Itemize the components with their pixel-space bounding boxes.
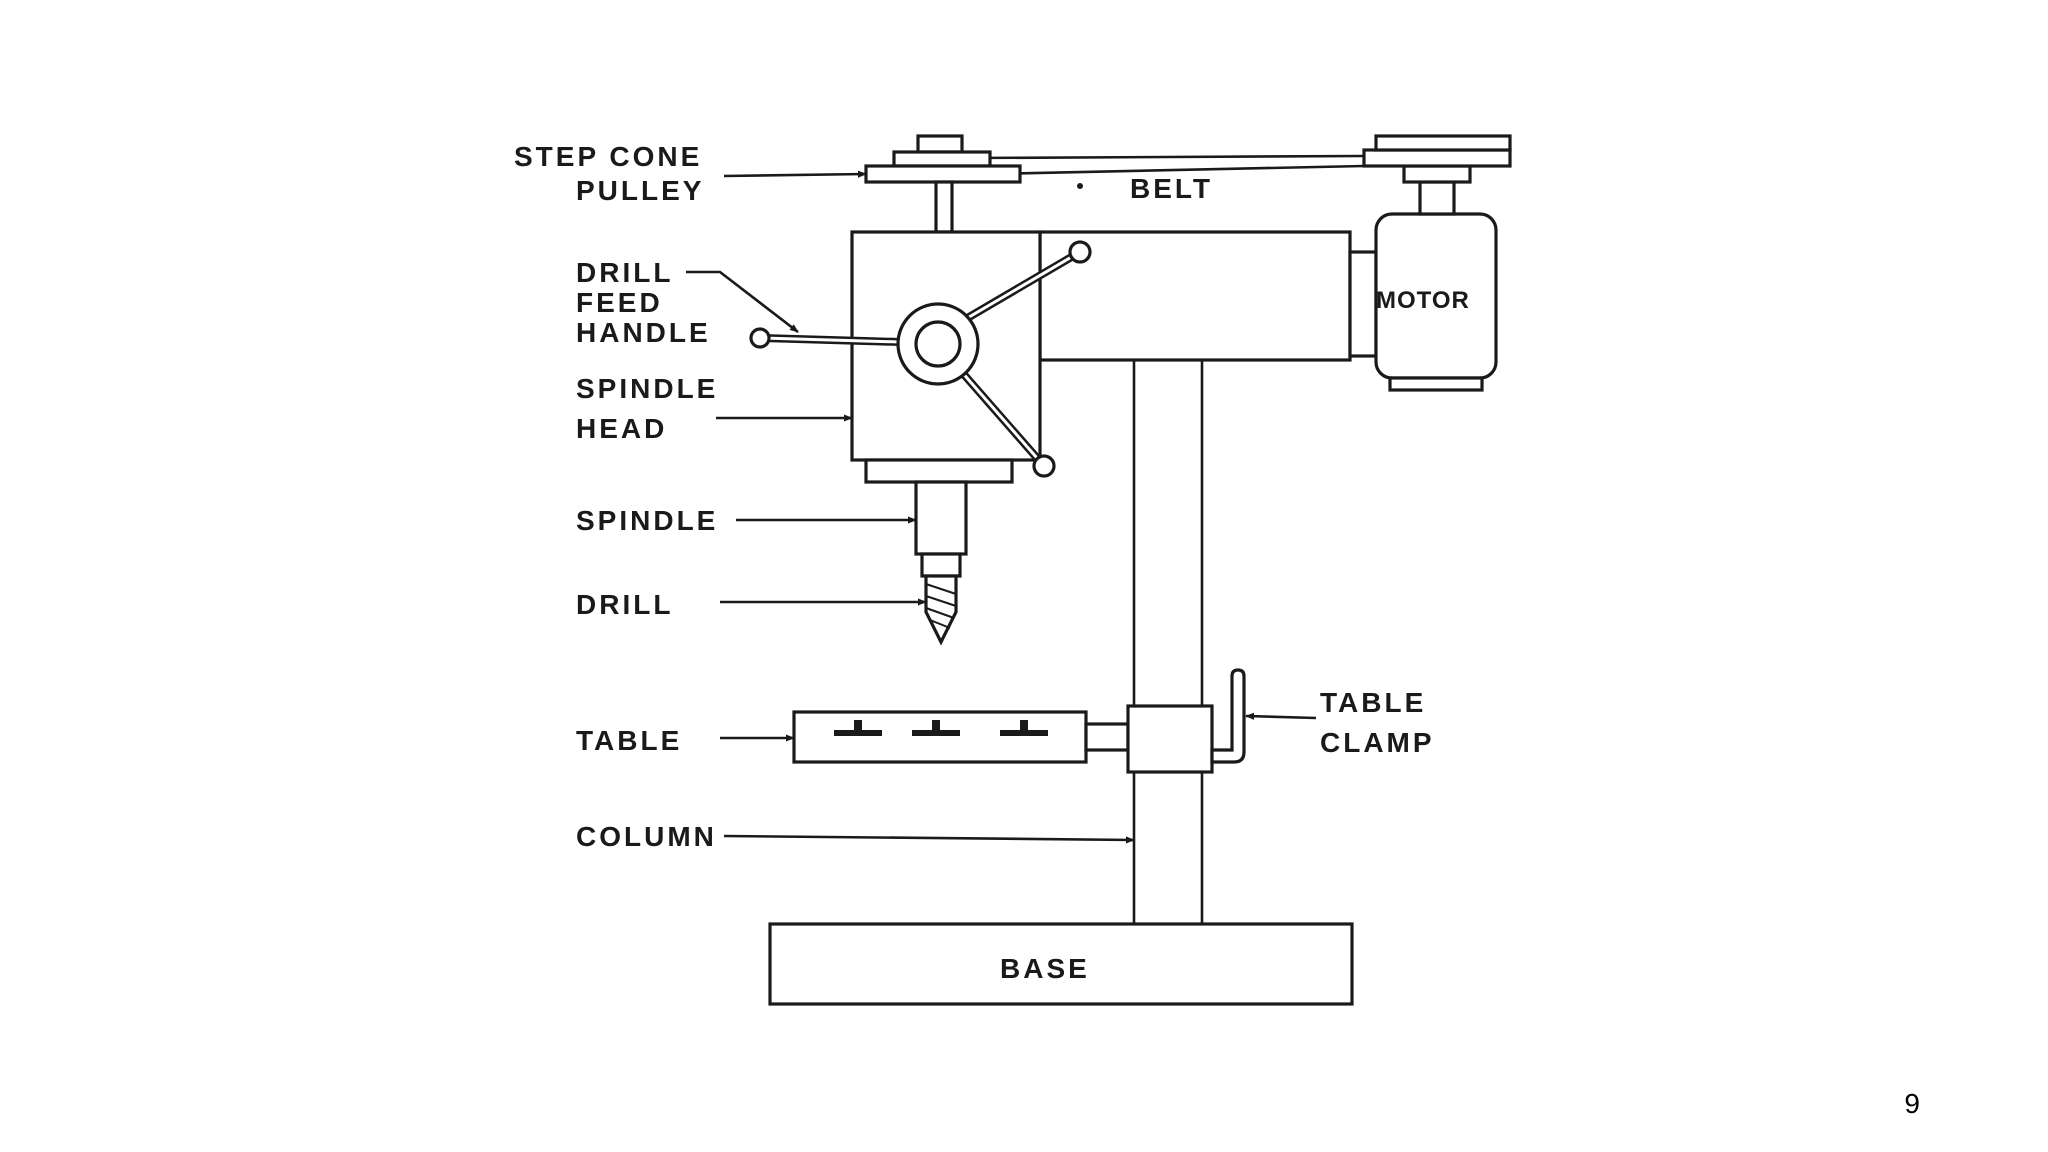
table-clamp-handle [1210, 668, 1246, 764]
label-drill: DRILL [576, 589, 673, 620]
label-base: BASE [1000, 953, 1090, 984]
label-drill-feed-handle-line1: DRILL [576, 257, 673, 288]
label-spindle-head-line2: HEAD [576, 413, 667, 444]
leader-lines [686, 170, 1317, 844]
label-drill-feed-handle-line3: HANDLE [576, 317, 711, 348]
motor-pulley [1362, 134, 1512, 168]
step-cone-pulley [864, 134, 1022, 234]
spindle-head-collar [864, 458, 1014, 484]
label-table-clamp-line1: TABLE [1320, 687, 1426, 718]
drill-feed-handle [749, 240, 1092, 478]
label-spindle: SPINDLE [576, 505, 718, 536]
label-table-clamp-line2: CLAMP [1320, 727, 1435, 758]
label-step-cone-pulley-line1: STEP CONE [514, 141, 702, 172]
label-step-cone-pulley-line2: PULLEY [576, 175, 704, 206]
label-belt: BELT [1130, 173, 1213, 204]
motor [1348, 164, 1498, 392]
drill-bit [924, 574, 958, 646]
arm-housing [1038, 230, 1352, 362]
table [792, 710, 1130, 764]
label-drill-feed-handle-line2: FEED [576, 287, 663, 318]
labels: STEP CONE PULLEY BELT DRILL FEED HANDLE … [514, 141, 1470, 984]
column [1132, 360, 1204, 924]
label-spindle-head-line1: SPINDLE [576, 373, 718, 404]
label-motor: MOTOR [1376, 287, 1470, 314]
label-column: COLUMN [576, 821, 717, 852]
label-table: TABLE [576, 725, 682, 756]
drill-chuck [920, 552, 962, 578]
table-clamp-collar [1126, 704, 1214, 774]
page-number: 9 [1904, 1088, 1920, 1119]
base-block [768, 922, 1354, 1006]
belt [969, 154, 1365, 176]
spindle-shaft [914, 480, 968, 556]
